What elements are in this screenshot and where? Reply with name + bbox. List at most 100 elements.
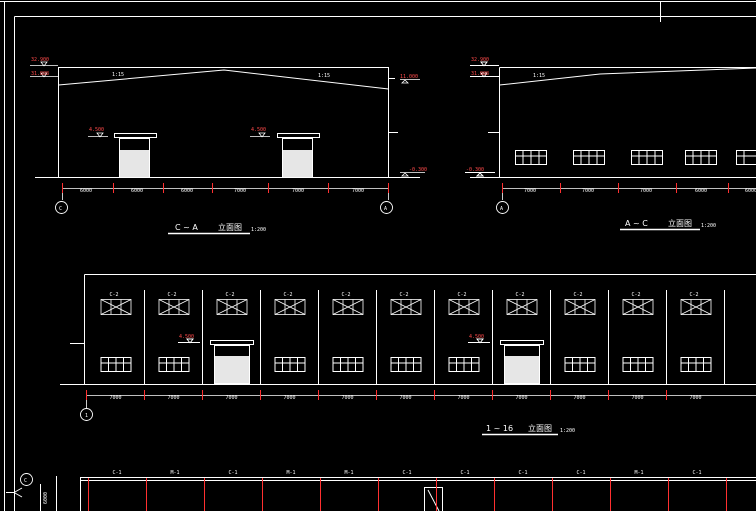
plan-side-dim: 6000 [43, 492, 49, 504]
low-window [274, 357, 306, 372]
high-window [448, 299, 480, 315]
elev2-level-left: 31.888 [471, 71, 489, 77]
high-window [390, 299, 422, 315]
elev1-axis-right: A [384, 206, 387, 212]
high-window [216, 299, 248, 315]
elev2-dim-2: 7000 [582, 188, 594, 194]
elev1-title: 立面图 [218, 222, 242, 232]
elev1-roof-slope-1: 1:15 [112, 72, 124, 78]
elev3-dim: 7000 [342, 395, 354, 401]
plan-opening-tag: C-1 [113, 470, 122, 476]
window-tag: C-2 [110, 292, 119, 298]
elev1-level-left: 31.888 [31, 71, 49, 77]
window-tag: C-2 [284, 292, 293, 298]
high-window [506, 299, 538, 315]
plan-opening-tag: M-1 [635, 470, 644, 476]
plan-view: C 6000 C-1 M-1 C-1 M-1 M-1 C-1 C-1 C-1 C-1 M-1 C-1 [6, 470, 756, 511]
plan-opening-tag: C-1 [519, 470, 528, 476]
high-window [680, 299, 712, 315]
elevation-c-a: 32.900 31.888 11.000 -0.300 4.500 4.500 … [30, 57, 427, 235]
window-tag: C-2 [458, 292, 467, 298]
high-window [274, 299, 306, 315]
plan-opening-tag: C-1 [403, 470, 412, 476]
high-window [564, 299, 596, 315]
high-window [622, 299, 654, 315]
elev2-axis-left: A [500, 206, 503, 212]
elev3-dim: 7000 [516, 395, 528, 401]
elev1-dim-4: 7000 [234, 188, 246, 194]
low-window [158, 357, 190, 372]
window-tag: C-2 [400, 292, 409, 298]
window-tag: C-2 [632, 292, 641, 298]
low-window [100, 357, 132, 372]
elev1-level-base: -0.300 [409, 167, 427, 173]
elev3-dim: 7000 [226, 395, 238, 401]
low-window [564, 357, 596, 372]
elev1-door2-level: 4.500 [251, 127, 266, 133]
window-tag: C-2 [342, 292, 351, 298]
elev1-level-right: 11.000 [400, 74, 418, 80]
elev3-dim: 7000 [110, 395, 122, 401]
elevation-a-c: 32.900 31.888 -0.300 1:15 7000 7000 7000… [465, 57, 756, 231]
elev1-axis-left: C [59, 206, 62, 212]
elev3-dim: 7000 [632, 395, 644, 401]
elev3-title-axes: 1 ~ 16 [486, 424, 513, 433]
low-window [448, 357, 480, 372]
window-tag: C-2 [226, 292, 235, 298]
window-tag: C-2 [516, 292, 525, 298]
plan-axis-label: C [24, 478, 27, 484]
window-tag: C-2 [690, 292, 699, 298]
window-tag: C-2 [168, 292, 177, 298]
elev2-dim-4: 6000 [695, 188, 707, 194]
elev1-roof-slope-2: 1:15 [318, 73, 330, 79]
elev1-dim-1: 6000 [80, 188, 92, 194]
elev3-title: 立面图 [528, 423, 552, 433]
low-window [622, 357, 654, 372]
elev3-dim: 7000 [168, 395, 180, 401]
elev3-dim: 7000 [458, 395, 470, 401]
elev3-dim: 7000 [574, 395, 586, 401]
plan-opening-tag: C-1 [693, 470, 702, 476]
elev1-door1-level: 4.500 [89, 127, 104, 133]
elev1-dim-3: 6000 [181, 188, 193, 194]
elev2-windows [515, 150, 756, 165]
high-window [100, 299, 132, 315]
low-window [680, 357, 712, 372]
elev2-dim-5: 6000 [745, 188, 756, 194]
elev2-title-scale: 1:200 [701, 223, 716, 229]
elev1-dim-2: 6000 [131, 188, 143, 194]
elev2-dim-3: 7000 [640, 188, 652, 194]
elev1-level-top: 32.900 [31, 57, 49, 63]
plan-opening-tag: C-1 [229, 470, 238, 476]
elev3-dim: 7000 [690, 395, 702, 401]
elev1-title-scale: 1:200 [251, 227, 266, 233]
elev1-dim-6: 7000 [352, 188, 364, 194]
elev3-door2-level: 4.500 [469, 334, 484, 340]
plan-opening-tag: M-1 [171, 470, 180, 476]
elev3-dim: 7000 [400, 395, 412, 401]
elev3-door1-level: 4.500 [179, 334, 194, 340]
elev1-dim-5: 7000 [292, 188, 304, 194]
elev2-roof-slope: 1:15 [533, 73, 545, 79]
low-window [390, 357, 422, 372]
elev1-title-axes: C ~ A [175, 223, 198, 232]
plan-opening-tag: M-1 [287, 470, 296, 476]
plan-opening-tag: C-1 [577, 470, 586, 476]
plan-opening-tag: M-1 [345, 470, 354, 476]
low-window [332, 357, 364, 372]
elev3-dim: 7000 [284, 395, 296, 401]
plan-opening-tag: C-1 [461, 470, 470, 476]
elev2-dim-1: 7000 [524, 188, 536, 194]
elev2-level-base: -0.300 [466, 167, 484, 173]
elev2-level-top: 32.900 [471, 57, 489, 63]
high-window [332, 299, 364, 315]
elev3-axis-left: 1 [85, 413, 88, 419]
elev3-title-scale: 1:200 [560, 428, 575, 434]
elev2-title-axes: A ~ C [625, 219, 648, 228]
window-tag: C-2 [574, 292, 583, 298]
high-window [158, 299, 190, 315]
elev2-title: 立面图 [668, 218, 692, 228]
